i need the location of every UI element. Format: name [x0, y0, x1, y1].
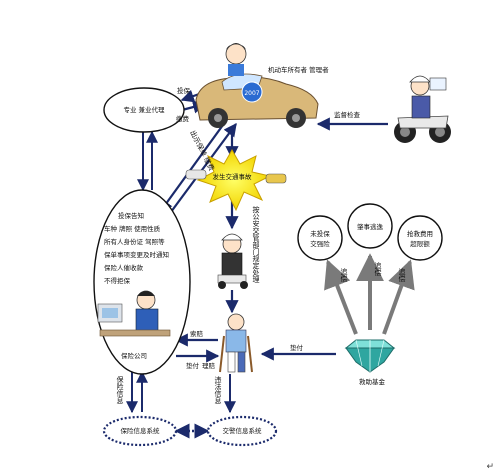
accident-label: 发生交通事故	[213, 172, 253, 181]
car-illustration: 2007	[195, 43, 319, 128]
edge-label-compensate: 索赔	[190, 329, 204, 338]
edge-label-owner-agent: 投保	[177, 86, 191, 95]
agent-node	[103, 87, 185, 133]
insurer-note-6: 不得拒保	[104, 276, 131, 285]
edge-label-advance: 垫付	[186, 361, 200, 370]
edge-label-ins-info: 保险信息	[116, 375, 124, 404]
reason-hitrun-label: 肇事逃逸	[357, 222, 384, 231]
ins-info-system-node	[102, 415, 178, 447]
traffic-info-system-node	[206, 415, 278, 447]
reason-overlimit-label-1: 抢救费用	[407, 229, 433, 238]
fund-gem-icon	[344, 339, 396, 373]
arrow-recover-overlimit	[382, 259, 415, 335]
insurer-node	[93, 189, 191, 375]
insurer-note-1: 投保告知	[118, 211, 144, 220]
corner-return-mark: ↵	[486, 462, 494, 472]
edge-label-violation-info: 违法信息	[214, 376, 222, 404]
small-car-right	[265, 173, 287, 184]
edge-label-recover-3: 追偿	[398, 267, 406, 283]
insurer-note-3: 所有人身份证 驾照等	[104, 237, 165, 246]
insurer-note-5: 保险人催收款	[104, 263, 144, 272]
edge-label-police-handling: 按公安交管部门规定处理	[252, 205, 260, 283]
edge-label-recover-2: 追偿	[374, 261, 382, 277]
accident-burst	[196, 148, 272, 212]
small-car-left	[185, 169, 207, 180]
insurer-note-4: 保单事项变更及时通知	[104, 250, 169, 259]
edge-label-recover-1: 追偿	[340, 267, 348, 283]
reason-uninsured-node	[297, 215, 343, 261]
reason-overlimit-label-2: 超限额	[410, 239, 430, 248]
reason-overlimit-node	[397, 215, 443, 261]
edge-label-agent-owner: 缴费	[176, 114, 190, 123]
motorcycle-police-illustration	[394, 75, 451, 143]
ins-info-system-label: 保险信息系统	[121, 426, 161, 435]
traffic-info-system-label: 交警信息系统	[223, 426, 263, 435]
arrow-owner-insurer	[159, 117, 229, 214]
reason-hitrun-node	[347, 203, 393, 249]
victim-illustration	[219, 313, 253, 373]
owner-label: 机动车所有者 管理者	[268, 65, 329, 74]
insurer-note-2: 车种 牌照 使用性质	[104, 224, 161, 233]
edge-label-fund-advance: 垫付	[290, 343, 304, 352]
edge-label-settle: 理赔	[202, 361, 216, 370]
fund-label: 救助基金	[359, 377, 386, 386]
insurer-staff-illustration	[97, 290, 171, 337]
reason-uninsured-label-1: 未投保	[310, 229, 330, 238]
traffic-police-illustration	[217, 233, 248, 289]
car-plate-text: 2007	[244, 90, 259, 97]
arrow-recover-uninsured	[324, 259, 358, 335]
insurer-label: 保险公司	[121, 351, 147, 360]
edge-label-supervise: 监督检查	[334, 110, 361, 119]
agent-label: 专业 兼业代理	[123, 105, 165, 114]
reason-uninsured-label-2: 交强险	[310, 239, 330, 248]
insurer-notes: 投保告知 车种 牌照 使用性质 所有人身份证 驾照等 保单事项变更及时通知 保险…	[104, 211, 169, 285]
